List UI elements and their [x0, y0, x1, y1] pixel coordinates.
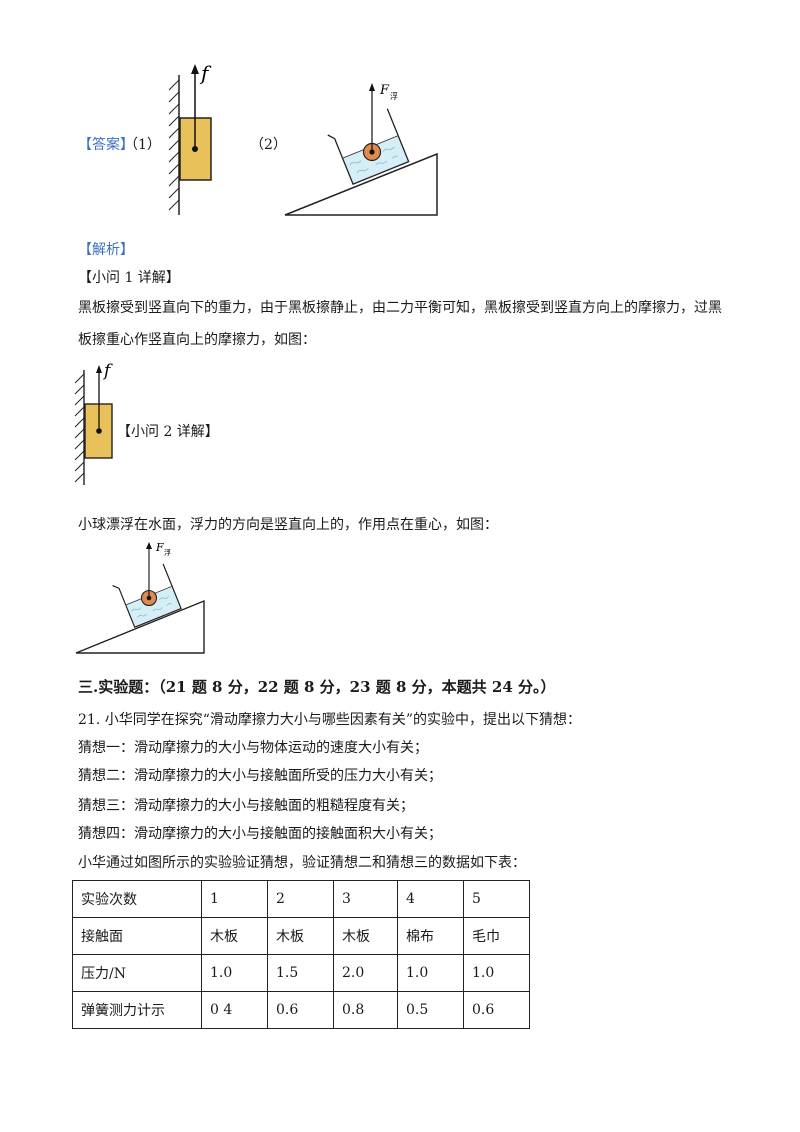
- table-cell: 压力/N: [72, 954, 202, 992]
- eraser-friction-diagram: f: [168, 61, 212, 215]
- table-cell: 0 4: [201, 991, 268, 1029]
- table-cell: 2.0: [333, 954, 398, 992]
- wall-hatching: [168, 75, 180, 215]
- force-float-subscript: 浮: [164, 548, 171, 557]
- q1-line2: 板擦重心作竖直向上的摩擦力，如图：: [78, 332, 316, 348]
- table-cell: 2: [267, 880, 334, 918]
- force-float-label: F: [155, 541, 164, 554]
- table-cell: 0.6: [463, 991, 530, 1029]
- arrow-head-icon: [369, 83, 375, 91]
- table-cell: 0.6: [267, 991, 334, 1029]
- table-cell: 0.5: [397, 991, 464, 1029]
- floating-ball-diagram: F 浮: [284, 83, 438, 216]
- table-cell: 棉布: [397, 917, 464, 955]
- guess-2: 猜想二：滑动摩擦力的大小与接触面所受的压力大小有关；: [78, 768, 442, 784]
- force-float-subscript: 浮: [390, 91, 398, 101]
- table-row: 弹簧测力计示 0 4 0.6 0.8 0.5 0.6: [72, 991, 530, 1029]
- q2-title: 【小问 2 详解】: [117, 424, 219, 440]
- table-cell: 弹簧测力计示: [72, 991, 202, 1029]
- arrow-head-icon: [96, 365, 102, 373]
- q2-line1: 小球漂浮在水面，浮力的方向是竖直向上的，作用点在重心，如图：: [78, 517, 498, 533]
- wall-hatching: [74, 370, 85, 485]
- answer-part2: （2）: [250, 137, 287, 153]
- analysis-label: 【解析】: [78, 242, 134, 258]
- eraser-friction-diagram-repeat: f: [74, 361, 113, 485]
- table-cell: 1.0: [397, 954, 464, 992]
- table-cell: 毛巾: [463, 917, 530, 955]
- force-f-label: f: [199, 61, 212, 85]
- beaker: [112, 563, 182, 629]
- table-cell: 木板: [333, 917, 398, 955]
- table-cell: 4: [397, 880, 464, 918]
- table-row: 实验次数 1 2 3 4 5: [72, 880, 530, 918]
- arrow-head-icon: [191, 64, 199, 74]
- section-title: 三.实验题：（21 题 8 分，22 题 8 分，23 题 8 分，本题共 24…: [78, 678, 556, 696]
- table-cell: 0.8: [333, 991, 398, 1029]
- table-cell: 木板: [201, 917, 268, 955]
- q1-line1: 黑板擦受到竖直向下的重力，由于黑板擦静止，由二力平衡可知，黑板擦受到竖直方向上的…: [78, 300, 722, 316]
- table-intro: 小华通过如图所示的实验验证猜想，验证猜想二和猜想三的数据如下表：: [78, 855, 526, 871]
- table-cell: 实验次数: [72, 880, 202, 918]
- arrow-head-icon: [146, 542, 152, 549]
- q21-intro: 21. 小华同学在探究“滑动摩擦力大小与哪些因素有关”的实验中，提出以下猜想：: [78, 712, 582, 728]
- table-cell: 接触面: [72, 917, 202, 955]
- experiment-table: 实验次数 1 2 3 4 5 接触面 木板 木板 木板 棉布 毛巾 压力/N 1…: [72, 880, 530, 1029]
- table-cell: 木板: [267, 917, 334, 955]
- table-cell: 5: [463, 880, 530, 918]
- water: [125, 586, 182, 628]
- q1-title: 【小问 1 详解】: [78, 270, 180, 286]
- table-cell: 1.0: [201, 954, 268, 992]
- table-cell: 1.5: [267, 954, 334, 992]
- table-row: 接触面 木板 木板 木板 棉布 毛巾: [72, 917, 530, 955]
- table-cell: 3: [333, 880, 398, 918]
- guess-3: 猜想三：滑动摩擦力的大小与接触面的粗糙程度有关；: [78, 798, 414, 814]
- answer-part1: （1）: [124, 137, 161, 153]
- table-cell: 1: [201, 880, 268, 918]
- floating-ball-diagram-repeat: F 浮: [75, 541, 205, 654]
- force-float-label: F: [379, 83, 390, 98]
- incline: [284, 152, 438, 216]
- incline: [75, 599, 205, 654]
- answer-label: 【答案】: [78, 137, 134, 153]
- guess-1: 猜想一：滑动摩擦力的大小与物体运动的速度大小有关；: [78, 740, 428, 756]
- table-cell: 1.0: [463, 954, 530, 992]
- force-f-label: f: [102, 361, 113, 381]
- table-row: 压力/N 1.0 1.5 2.0 1.0 1.0: [72, 954, 530, 992]
- guess-4: 猜想四：滑动摩擦力的大小与接触面的接触面积大小有关；: [78, 826, 442, 842]
